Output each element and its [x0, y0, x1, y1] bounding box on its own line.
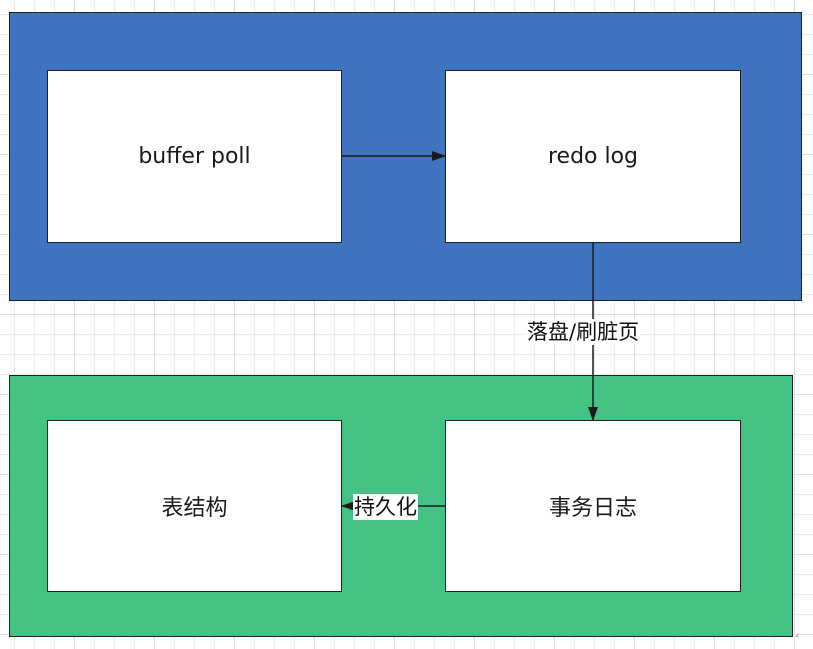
node-table-structure[interactable]: 表结构 — [47, 420, 342, 592]
edge-label-flush: 落盘/刷脏页 — [526, 319, 641, 345]
node-transaction-log[interactable]: 事务日志 — [445, 420, 741, 592]
node-transaction-log-label: 事务日志 — [548, 496, 637, 521]
node-buffer-poll-label: buffer poll — [138, 144, 251, 169]
node-table-structure-label: 表结构 — [161, 496, 228, 521]
edge-label-persist: 持久化 — [353, 494, 418, 520]
node-redo-log[interactable]: redo log — [445, 70, 741, 243]
node-redo-log-label: redo log — [547, 144, 639, 169]
resize-handle-icon[interactable]: ⌟ — [794, 629, 799, 639]
node-buffer-poll[interactable]: buffer poll — [47, 70, 342, 243]
